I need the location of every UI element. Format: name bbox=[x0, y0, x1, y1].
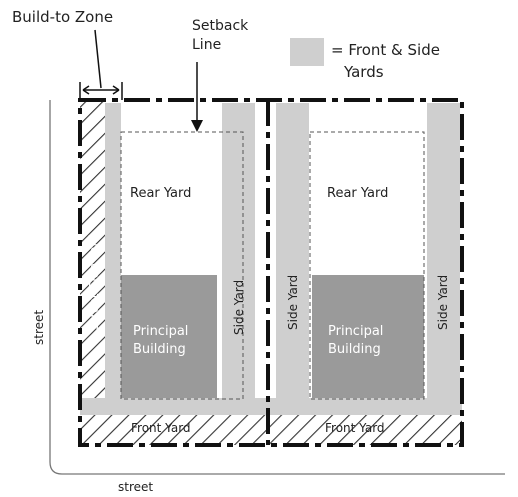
side-yard-c-label: Side Yard bbox=[436, 275, 450, 330]
street-side-yard-fill bbox=[105, 103, 121, 398]
front-yard-right-label: Front Yard bbox=[325, 421, 385, 435]
setback-line-left bbox=[120, 131, 244, 400]
principal-building-left bbox=[121, 275, 217, 398]
setback-line-right bbox=[309, 131, 425, 400]
side-yard-b-fill bbox=[276, 103, 309, 398]
street-side-yard-label: Street-Side Yard bbox=[87, 234, 101, 330]
build-to-zone-label: Build-to Zone bbox=[12, 8, 113, 26]
setback-line-label-2: Line bbox=[192, 37, 221, 53]
principal-building-right bbox=[312, 275, 424, 398]
principal-right-label-1: Principal bbox=[328, 324, 383, 339]
rear-yard-left-label: Rear Yard bbox=[130, 186, 191, 201]
legend-label-1: = Front & Side bbox=[331, 41, 440, 59]
principal-left-label-1: Principal bbox=[133, 324, 188, 339]
principal-right-label-2: Building bbox=[328, 342, 381, 357]
street-bottom-label: street bbox=[118, 480, 153, 494]
rear-yard-right-label: Rear Yard bbox=[327, 186, 388, 201]
principal-left-label-2: Building bbox=[133, 342, 186, 357]
side-yard-a-label: Side Yard bbox=[232, 280, 246, 335]
side-yard-b-label: Side Yard bbox=[286, 275, 300, 330]
legend-swatch bbox=[290, 38, 324, 66]
side-yard-a-fill bbox=[222, 103, 255, 398]
build-to-zone-side-hatch bbox=[80, 100, 105, 445]
lot-boundary bbox=[78, 98, 464, 447]
front-yard-left-label: Front Yard bbox=[131, 421, 191, 435]
street-curb-line bbox=[49, 100, 505, 475]
legend-label-2: Yards bbox=[343, 63, 384, 81]
front-yard-strip-fill bbox=[80, 398, 462, 415]
side-yard-c-fill bbox=[427, 103, 460, 398]
build-to-zone-dimension bbox=[79, 29, 123, 100]
street-left-label: street bbox=[32, 310, 46, 345]
setback-line-label-1: Setback bbox=[192, 18, 249, 34]
build-to-zone-front-hatch bbox=[80, 415, 462, 445]
